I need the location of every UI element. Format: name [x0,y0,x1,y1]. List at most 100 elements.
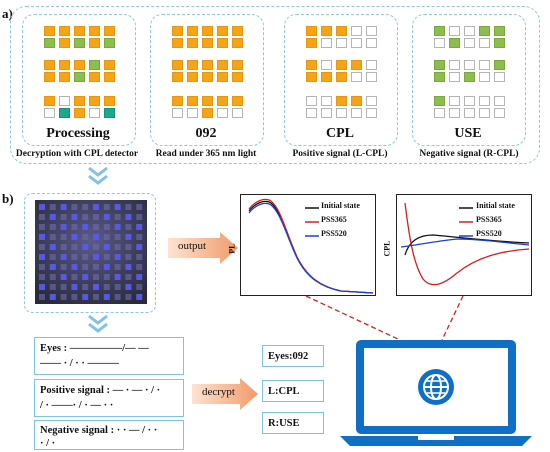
chevron-down-icon [88,166,108,185]
array-dot [103,204,110,210]
grid-cell [172,26,183,36]
grid-cell [479,108,490,118]
grid-cell [494,38,505,48]
grid-cell [89,96,100,106]
grid-cell [434,108,445,118]
array-dot [39,254,45,260]
pl-curve-pss365 [248,198,374,294]
positive-signal-code: Positive signal : — · — · / · / · ——· / … [34,379,184,417]
grid-cell [321,72,332,82]
array-dot [82,214,89,220]
grid-cell [217,38,228,48]
pl-curve-pss520 [248,202,374,294]
grid-cell [59,72,70,82]
array-dot [60,264,67,270]
array-dot [114,234,121,240]
grid-cell [187,72,198,82]
array-dot [71,294,78,300]
array-dot [93,274,99,280]
grid-cell [187,38,198,48]
panel-title-use: USE [454,126,482,141]
cpl-legend-initial: Initial state [476,201,515,210]
grid-cell [434,38,445,48]
array-dot [60,254,67,260]
array-dot [49,294,56,300]
cpl-chart [396,194,532,296]
grid-cell [104,38,115,48]
pl-legend-initial: Initial state [321,201,360,210]
grid-cell [89,108,100,118]
array-dot [114,244,121,250]
array-dot [71,214,78,220]
array-dot [39,234,45,240]
array-dot [103,214,110,220]
grid-cell [104,60,115,70]
grid-cell [217,26,228,36]
chevron-down-icon [88,314,108,333]
array-dot [125,214,132,220]
grid-cell [336,60,347,70]
array-dot [136,214,143,220]
array-dot [82,244,89,250]
grid-cell [464,60,475,70]
array-dot [49,244,56,250]
grid-cell [217,60,228,70]
grid-cell [74,38,85,48]
panel-title-cpl: CPL [326,126,354,141]
array-dot [49,204,56,210]
grid-cell [104,26,115,36]
grid-cell [74,108,85,118]
grid-cell [449,60,460,70]
grid-cell [336,38,347,48]
grid-cell [44,38,55,48]
array-dot [103,274,110,280]
processing-box [22,14,136,146]
grid-cell [187,96,198,106]
array-dot [60,234,67,240]
pl-chart [240,194,376,296]
grid-cell [306,72,317,82]
array-dot [71,274,78,280]
grid-cell [217,108,228,118]
array-dot [114,294,121,300]
array-dot [114,264,121,270]
grid-cell [479,60,490,70]
luminescent-array-photo [35,200,147,304]
globe-icon [418,369,454,405]
array-dot [71,234,78,240]
array-dot [39,244,45,250]
result-ruse: R:USE [262,412,324,434]
array-dot [103,254,110,260]
output-label: output [178,240,207,252]
grid-cell [232,60,243,70]
array-dot [114,214,121,220]
array-dot [49,234,56,240]
array-dot [125,254,132,260]
grid-cell [104,108,115,118]
caption-092: Read under 365 nm light [155,149,257,159]
array-dot [93,204,99,210]
grid-cell [44,96,55,106]
grid-cell [44,60,55,70]
array-dot [49,264,56,270]
grid-cell [494,60,505,70]
grid-cell [464,38,475,48]
grid-cell [321,38,332,48]
array-dot [49,224,56,230]
grid-cell [434,72,445,82]
panel-a-frame [10,6,540,164]
pl-ylabel: PL [227,243,237,254]
grid-cell [321,60,332,70]
cpl-legend-pss520: PSS520 [476,229,502,238]
array-dot [49,214,56,220]
output-arrow-icon [168,232,238,264]
array-dot [136,234,143,240]
grid-cell [449,108,460,118]
grid-cell [321,96,332,106]
array-dot [93,224,99,230]
cpl-legend-pss365: PSS365 [476,215,502,224]
grid-cell [336,96,347,106]
decrypt-label: decrypt [202,386,235,398]
array-dot [60,294,67,300]
grid-cell [351,96,362,106]
